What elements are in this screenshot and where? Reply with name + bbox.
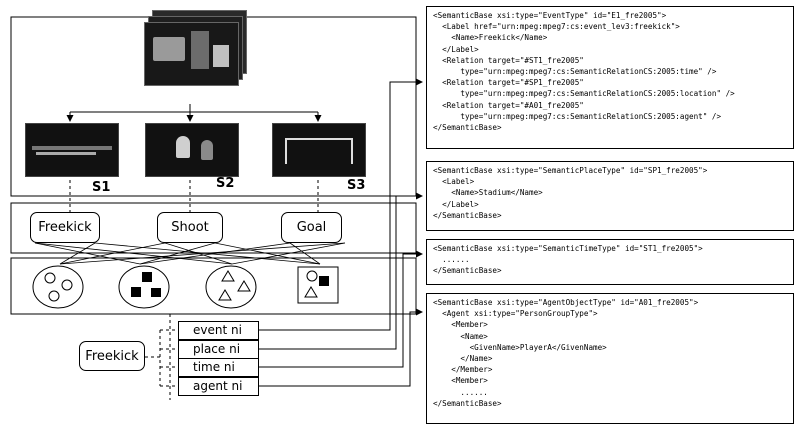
xml-block-agent: <SemanticBase xsi:type="AgentObjectType"… (426, 293, 794, 424)
instance-name-freekick: Freekick (79, 341, 145, 371)
xml-line: ...... (433, 387, 488, 397)
xml-line: <SemanticBase xsi:type="SemanticPlaceTyp… (433, 166, 708, 175)
field-place: place ni (178, 340, 259, 359)
shot-thumbnail-2 (145, 123, 239, 177)
circles-cluster-icon (32, 265, 84, 309)
xml-block-event: <SemanticBase xsi:type="EventType" id="E… (426, 6, 794, 149)
field-event: event ni (178, 321, 259, 340)
xml-line: </Member> (433, 365, 493, 375)
mixed-shapes-icon (297, 266, 339, 304)
xml-line: <Member> (433, 320, 488, 330)
shot-label-s2: S2 (216, 176, 235, 191)
xml-line: <Label href="urn:mpeg:mpeg7:cs:event_lev… (433, 22, 680, 32)
xml-line: <Name>Stadium</Name> (433, 188, 543, 198)
event-node-shoot: Shoot (157, 212, 223, 243)
xml-line: <SemanticBase xsi:type="EventType" id="E… (433, 11, 667, 20)
shot-thumbnail-1 (25, 123, 119, 177)
xml-line: <Name>Freekick</Name> (433, 33, 548, 43)
xml-line: <Relation target="#ST1_fre2005" (433, 55, 584, 65)
field-xml-arrows (259, 78, 423, 387)
shot-label-s1: S1 (92, 180, 111, 195)
xml-line: type="urn:mpeg:mpeg7:cs:SemanticRelation… (433, 111, 722, 121)
triangles-cluster-icon (205, 265, 257, 309)
event-object-lattice (34, 242, 346, 265)
shot-event-links (69, 174, 319, 212)
xml-block-place: <SemanticBase xsi:type="SemanticPlaceTyp… (426, 161, 794, 231)
xml-line: <Relation target="#SP1_fre2005" (433, 78, 584, 88)
squares-cluster-icon (118, 265, 170, 309)
panel-field-links (145, 314, 178, 400)
xml-line: <GivenName>PlayerA</GivenName> (433, 342, 607, 352)
xml-line: </SemanticBase> (433, 398, 502, 408)
shot-branch-arrows (66, 104, 322, 122)
shot-label-s3: S3 (347, 178, 366, 193)
xml-line: ...... (433, 255, 470, 265)
event-node-goal: Goal (281, 212, 342, 243)
xml-line: </Label> (433, 199, 479, 209)
xml-line: type="urn:mpeg:mpeg7:cs:SemanticRelation… (433, 67, 717, 77)
shot-thumbnail-3 (272, 123, 366, 177)
xml-line: <Agent xsi:type="PersonGroupType"> (433, 309, 598, 319)
xml-line: <SemanticBase xsi:type="AgentObjectType"… (433, 298, 699, 307)
xml-line: </SemanticBase> (433, 266, 502, 276)
xml-line: </Label> (433, 44, 479, 54)
xml-line: <SemanticBase xsi:type="SemanticTimeType… (433, 244, 703, 253)
xml-line: <Member> (433, 376, 488, 386)
field-agent: agent ni (178, 377, 259, 396)
xml-line: </SemanticBase> (433, 210, 502, 220)
xml-line: <Relation target="#A01_fre2005" (433, 100, 584, 110)
xml-block-time: <SemanticBase xsi:type="SemanticTimeType… (426, 239, 794, 285)
xml-line: <Name> (433, 331, 488, 341)
field-time: time ni (178, 358, 259, 377)
xml-line: </SemanticBase> (433, 123, 502, 133)
event-node-freekick: Freekick (30, 212, 100, 243)
xml-line: <Label> (433, 177, 475, 187)
xml-line: </Name> (433, 354, 493, 364)
xml-line: type="urn:mpeg:mpeg7:cs:SemanticRelation… (433, 89, 735, 99)
